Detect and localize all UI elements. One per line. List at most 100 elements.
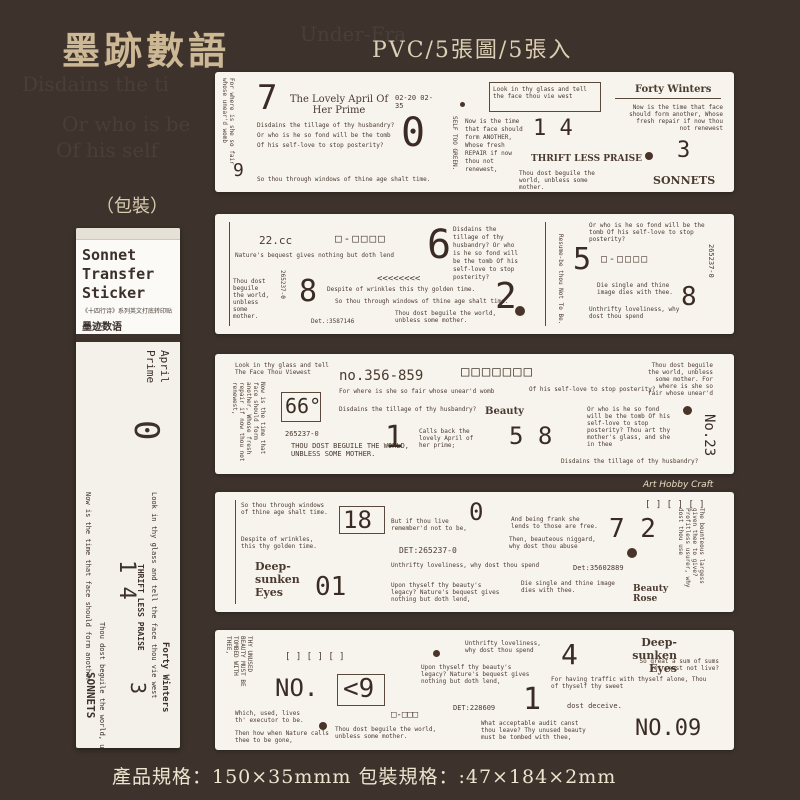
package-text: THRIFT LESS PRAISE [136, 564, 145, 651]
ink-splatter [515, 306, 525, 316]
strip-5-number-4: 4 [561, 638, 578, 671]
package-label: （包裝） [96, 196, 168, 217]
strip-1-look-text: Look in thy glass and tell the face thou… [493, 86, 587, 100]
ink-splatter [683, 406, 692, 415]
product-subtitle: PVC/5張圖/5張入 [372, 38, 573, 63]
strip-2-nature-text: Nature's bequest gives nothing but doth … [235, 252, 394, 259]
ink-splatter [460, 102, 465, 107]
strip-3-calls-text: Calls back the lovely April of her prime… [419, 428, 474, 449]
strip-3-squares: □□□□□□□ [461, 364, 535, 380]
product-title: 墨跡數語 [62, 28, 231, 73]
strip-5-lt9: <9 [343, 674, 375, 704]
package-text: Thou dost beguile the world, unbless som… [98, 622, 106, 748]
specifications: 產品規格：150×35mmm 包裝規格：:47×184×2mm [112, 766, 617, 788]
background-text-1: Disdains the ti [22, 72, 169, 96]
package-image: Sonnet Transfer Sticker 《十四行诗》系列英文打底转印贴 … [76, 228, 180, 748]
strip-3-fair-text: For where is she so fair whose unear'd w… [339, 388, 495, 395]
package-digit: 1 4 [114, 560, 139, 600]
package-digit: 0 [126, 420, 166, 441]
strip-3-degree-box [281, 392, 321, 422]
strip-3-disdain-text: Disdains the tillage of thy husbandry? [339, 406, 477, 413]
strip-1-rule [615, 98, 721, 99]
strip-3-vertical-text: Now is the time that face should form an… [231, 382, 266, 462]
strip-5-which-text: Which, used, lives th' executor to be. [235, 710, 304, 724]
strip-3-number-1: 1 [385, 420, 404, 455]
strip-4-upon-text: Upon thyself thy beauty's legacy? Nature… [391, 582, 500, 603]
background-text-2: Or who is be [62, 112, 191, 136]
strip-4-number-18: 18 [343, 506, 372, 534]
strip-3-look-text: Look in thy glass and tell The Face Thou… [235, 362, 329, 376]
strip-1-now-text: Now is the time that face should form AN… [465, 118, 523, 173]
strip-1-sonnets: SONNETS [653, 174, 716, 187]
strip-4-beauty-rose: Beauty Rose [633, 584, 669, 604]
strip-4-number-0: 0 [469, 498, 484, 526]
package-brand: 墨迹数语 [82, 322, 122, 333]
strip-5-when-text: Thou dost beguile the world, unbless som… [335, 726, 437, 740]
package-text: Prime [144, 350, 157, 384]
strip-2-squares: □-□□□□ [335, 232, 387, 245]
sticker-strip-1: 7 The Lovely April Of Her Prime 02-20 02… [215, 72, 734, 192]
package-text: Forty Winters [160, 642, 170, 713]
background-text-4: Under-Fra [300, 22, 407, 46]
strip-5-det: DET:228609 [453, 704, 496, 712]
strip-2-number-8: 8 [299, 274, 318, 309]
sticker-strip-2: 22.cc □-□□□□ Nature's bequest gives noth… [215, 214, 734, 334]
strip-5-number-box [337, 674, 385, 706]
package-text: SONNETS [84, 672, 97, 719]
strip-3-code: 265237-0 [285, 430, 319, 438]
strip-3-ofhis-text: Of his self-love to stop posterity? [529, 386, 656, 393]
strip-1-number-7: 7 [257, 78, 278, 118]
strip-5-brackets: [ ] [ ] [ ] [285, 652, 345, 662]
strip-1-line1: Disdains the tillage of thy husbandry? [257, 122, 395, 129]
strip-2-det: Det.:3587146 [311, 318, 355, 325]
strip-5-no: NO. [275, 674, 319, 702]
strip-3-beauty: Beauty [485, 406, 524, 417]
package-name-line2: Transfer [82, 265, 155, 283]
strip-2-beguile-text: Thou dost beguile the world, unbless som… [233, 278, 270, 320]
strip-5-number-1: 1 [523, 682, 542, 717]
strip-2-single-text: Die single and thine image dies with the… [597, 282, 673, 296]
strip-4-vertical-text: The bounteous largess given thee to give… [677, 508, 705, 588]
strip-2-arrows: <<<<<<<< [377, 274, 421, 284]
package-stripe [76, 334, 180, 342]
strip-5-having-text: For having traffic with thyself alone, T… [551, 676, 707, 690]
strip-3-disdain-text-2: Disdains the tillage of thy husbandry? [561, 458, 699, 465]
package-text: April [158, 350, 171, 384]
strip-1-vertical-text-2: SELF TOO GREEN. [451, 116, 458, 171]
strip-5-vertical-text: THY UNUSED BEAUTY MUST BE TOMBED WITH TH… [225, 636, 253, 687]
strip-4-numbers-72: 7 2 [609, 514, 656, 544]
strip-3-beguile-text: THOU DOST BEGUILE THE WORLD, UNBLESS SOM… [291, 442, 410, 458]
background-text-3: Of his self [56, 138, 158, 162]
ink-splatter [319, 722, 327, 730]
package-text: Now is the time that face should form an… [84, 492, 92, 682]
strip-4-frank-text: And being frank she lends to those are f… [511, 516, 598, 530]
strip-5-squares: □-□□□ [391, 710, 419, 720]
strip-1-line3: Of his self-love to stop posterity? [257, 142, 384, 149]
strip-2-or-text: Or who is he so fond will be the tomb Of… [589, 222, 705, 243]
package-name-line3: Sticker [82, 284, 146, 302]
strip-1-number-3: 3 [677, 138, 691, 163]
package-sticker-preview: Prime April 0 Look in thy glass and tell… [76, 342, 180, 748]
strip-5-upon-text: Upon thyself thy beauty's legacy? Nature… [421, 664, 530, 685]
strip-1-date: 02-20 02-35 [395, 94, 433, 110]
strip-2-unthrifty-text: Unthrifty loveliness, why dost thou spen… [589, 306, 680, 320]
strip-1-number-0: 0 [401, 110, 426, 156]
sticker-strip-3: Look in thy glass and tell The Face Thou… [215, 354, 734, 474]
brand-watermark: Art Hobby Craft [643, 480, 714, 490]
strip-2-code: 22.cc [259, 234, 293, 247]
package-hang-tab [76, 228, 180, 240]
ink-splatter [433, 650, 440, 657]
strip-2-vertical-code-2: 265237-0 [707, 244, 715, 278]
strip-5-great-text: So great a sum of sums yet canst not liv… [639, 658, 719, 672]
package-name-line1: Sonnet [82, 246, 137, 264]
strip-2-vertical-code: 265237-0 [279, 270, 286, 299]
strip-3-number-23: No.23 [701, 414, 717, 457]
strip-1-now-text-2: Now is the time that face should form an… [629, 104, 723, 132]
strip-2-squares-2: □-□□□□ [601, 254, 650, 265]
strip-5-deceive-text: dost deceive. [567, 702, 622, 710]
strip-4-number-box [339, 506, 385, 534]
package-text: Look in thy glass and tell the face thou… [150, 492, 158, 699]
package-digit: 3 [126, 682, 150, 695]
strip-3-orwho-text: Or who is he so fond will be the tomb Of… [587, 406, 671, 448]
strip-4-die-text: Die single and thine image dies with the… [521, 580, 615, 594]
